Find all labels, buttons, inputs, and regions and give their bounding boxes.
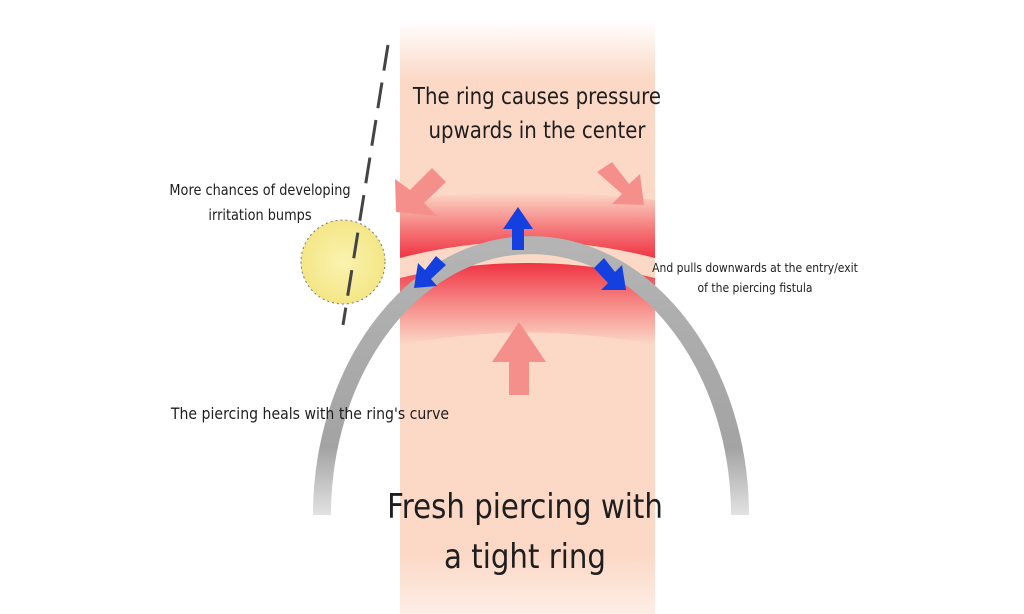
- pressure-arrows: [395, 162, 644, 395]
- caption-line-1: Fresh piercing with: [387, 487, 663, 527]
- pressure-label: The ring causes pressure upwards in the …: [395, 80, 679, 148]
- pull-arrow-down-right-icon: [594, 258, 626, 290]
- diagram-caption: Fresh piercing with a tight ring: [383, 482, 667, 582]
- irritation-bump: [300, 219, 386, 305]
- pull-arrows: [414, 207, 626, 290]
- bumps-label-line-2: irritation bumps: [208, 206, 312, 224]
- pressure-label-line-2: upwards in the center: [428, 118, 646, 144]
- skin-edge-dashed-line: [341, 44, 390, 326]
- pull-arrow-down-left-icon: [414, 256, 446, 288]
- pressure-arrow-down-left-icon: [395, 168, 446, 216]
- pulls-label-line-1: And pulls downwards at the entry/exit: [652, 261, 858, 275]
- pressure-arrow-down-right-icon: [597, 162, 644, 205]
- caption-line-2: a tight ring: [444, 537, 606, 577]
- bumps-label-line-1: More chances of developing: [169, 181, 351, 199]
- heals-label: The piercing heals with the ring's curve: [170, 404, 450, 423]
- bumps-label: More chances of developing irritation bu…: [131, 178, 389, 228]
- pressure-label-line-1: The ring causes pressure: [412, 84, 662, 110]
- pull-arrow-up-icon: [503, 207, 533, 250]
- ring: [313, 236, 749, 516]
- pulls-label: And pulls downwards at the entry/exit of…: [643, 258, 868, 298]
- inflammation-lower: [400, 263, 655, 345]
- pressure-arrow-up-icon: [492, 322, 546, 395]
- pulls-label-line-2: of the piercing fistula: [697, 281, 813, 295]
